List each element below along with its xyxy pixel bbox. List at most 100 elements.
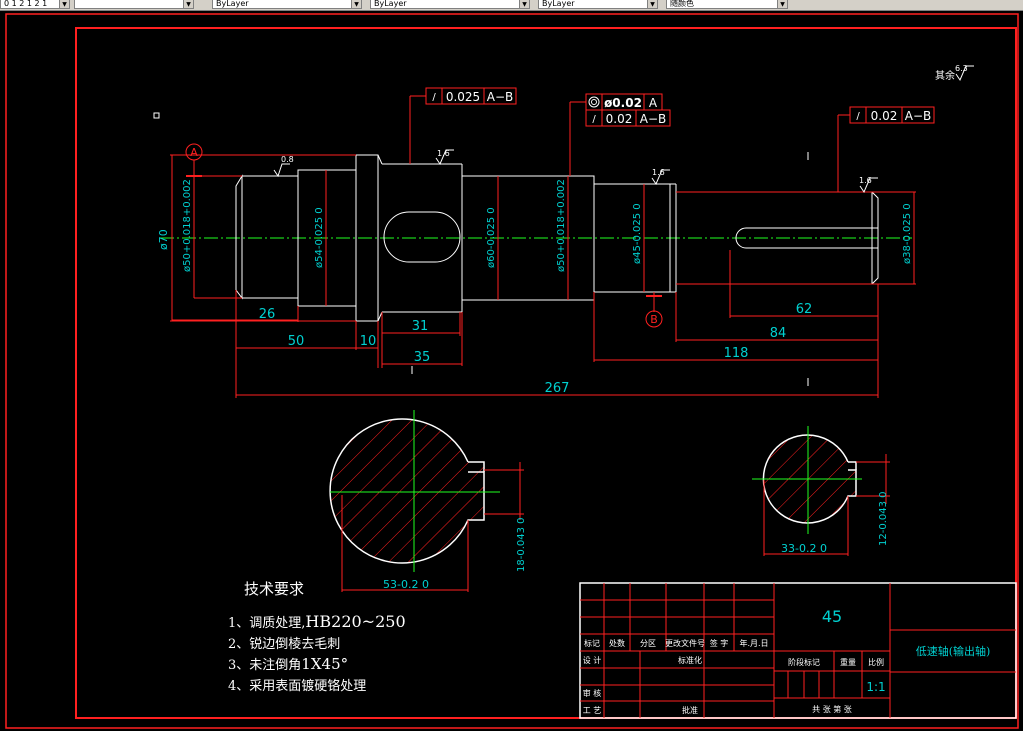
svg-text:3、未注倒角1X45°: 3、未注倒角1X45° <box>228 655 348 673</box>
tb-part-name: 低速轴(输出轴) <box>916 644 991 658</box>
section-view-1: 18-0.043 0 53-0.2 0 <box>329 410 527 592</box>
roughness-2: 1.6 <box>437 149 450 158</box>
chevron-down-icon[interactable]: ▼ <box>59 0 69 8</box>
chevron-down-icon[interactable]: ▼ <box>519 0 529 8</box>
fcf-2: ø0.02 A / 0.02 A−B <box>569 93 671 176</box>
fcf-4: / 0.02 A−B <box>837 106 935 192</box>
svg-text:4、采用表面镀硬铬处理: 4、采用表面镀硬铬处理 <box>228 678 366 694</box>
tb-standardize: 标准化 <box>678 655 702 665</box>
color-value: ByLayer <box>216 0 249 8</box>
tech-req-2-num: 2、 <box>228 637 249 652</box>
color-dropdown[interactable]: ByLayer ▼ <box>212 0 362 9</box>
tb-approve: 批准 <box>682 705 698 715</box>
dia-70-label: ø70 <box>157 229 170 250</box>
section-2-key-label: 12-0.043 0 <box>878 491 889 546</box>
dia-54-label: ø54-0.025 0 <box>314 207 325 268</box>
dim-31-label: 31 <box>412 319 429 334</box>
tb-material: 45 <box>822 607 842 626</box>
layer-dropdown[interactable]: 0 1 2 1 2 1 ▼ <box>0 0 70 9</box>
misc-ticks <box>411 152 809 386</box>
tech-req-title: 技术要求 <box>244 580 304 598</box>
tb-weight: 重量 <box>840 657 856 667</box>
linetype-value: ByLayer <box>374 0 407 8</box>
plotstyle-value: 随颜色 <box>670 0 694 8</box>
datum-b-label: B <box>650 313 658 326</box>
svg-text:/: / <box>856 111 860 122</box>
chevron-down-icon[interactable]: ▼ <box>351 0 361 8</box>
dim-50-label: 50 <box>288 334 305 349</box>
tb-sign: 签 字 <box>710 638 729 648</box>
section-2-width-label: 33-0.2 0 <box>781 542 827 555</box>
fcf-1-value: 0.025 <box>446 90 480 104</box>
tech-req-4-num: 4、 <box>228 679 249 694</box>
fcf-1-datum: A−B <box>487 90 514 104</box>
tb-count: 处数 <box>609 638 625 648</box>
length-dimension-lines <box>172 250 879 398</box>
lineweight-value: ByLayer <box>542 0 575 8</box>
roughness-3: 1.6 <box>652 168 665 177</box>
tech-req-1-num: 1、 <box>228 616 249 631</box>
tech-req-2-text: 锐边倒棱去毛刺 <box>249 636 340 652</box>
diameter-labels: ø70 ø50+0.018+0.002 ø54-0.025 0 ø60-0.02… <box>157 179 913 272</box>
chevron-down-icon[interactable]: ▼ <box>777 0 787 8</box>
tb-zone: 分区 <box>640 639 656 648</box>
dim-35-label: 35 <box>414 350 431 365</box>
chevron-down-icon[interactable]: ▼ <box>183 0 193 8</box>
datum-a-symbol: A <box>185 143 203 177</box>
dia-50b-label: ø50+0.018+0.002 <box>556 179 567 272</box>
svg-text:/: / <box>432 92 436 103</box>
plotstyle-dropdown[interactable]: 随颜色 ▼ <box>666 0 788 9</box>
dia-60-label: ø60-0.025 0 <box>486 207 497 268</box>
roughness-marks: 0.8 1.6 1.6 1.6 6.3 其余 <box>273 64 974 194</box>
tech-req-3-text: 未注倒角 <box>249 658 301 673</box>
dim-84-label: 84 <box>770 326 787 341</box>
roughness-4: 1.6 <box>859 176 872 185</box>
datum-a-label: A <box>190 146 198 159</box>
grip-point[interactable] <box>153 112 160 119</box>
drawing-border <box>75 27 1017 719</box>
section-view-2: 12-0.043 0 33-0.2 0 <box>752 426 890 556</box>
tb-design: 设 计 <box>583 655 602 665</box>
section-1-width-label: 53-0.2 0 <box>383 578 429 591</box>
tb-stage-mark: 阶段标记 <box>788 657 820 667</box>
tb-scale-value: 1:1 <box>866 680 885 694</box>
tech-req-1-extra: HB220~250 <box>305 612 405 631</box>
tb-mark: 标记 <box>584 638 600 648</box>
dim-267-label: 267 <box>545 381 570 396</box>
section-1-key-label: 18-0.043 0 <box>516 517 527 572</box>
roughness-rest-label: 其余 <box>935 69 955 82</box>
tb-scale: 比例 <box>868 657 884 667</box>
svg-text:2、锐边倒棱去毛刺: 2、锐边倒棱去毛刺 <box>228 636 340 652</box>
drawing-canvas[interactable]: ø70 ø50+0.018+0.002 ø54-0.025 0 ø60-0.02… <box>0 10 1023 731</box>
technical-requirements: 技术要求 1、调质处理,HB220~250 2、锐边倒棱去毛刺 3、未注倒角1X… <box>228 580 406 694</box>
linetype-dropdown[interactable]: ByLayer ▼ <box>370 0 530 9</box>
layer-value: 0 1 2 1 2 1 <box>4 0 48 8</box>
dim-26-label: 26 <box>259 307 276 322</box>
outer-frame <box>5 13 1019 729</box>
dia-50-label: ø50+0.018+0.002 <box>182 179 193 272</box>
tb-process: 工 艺 <box>583 706 602 715</box>
roughness-1: 0.8 <box>281 155 294 164</box>
roughness-rest-value: 6.3 <box>955 64 968 73</box>
tech-req-4-text: 采用表面镀硬铬处理 <box>249 678 366 694</box>
fcf-4-value: 0.02 <box>871 109 898 123</box>
tb-date: 年.月.日 <box>739 638 768 648</box>
chevron-down-icon[interactable]: ▼ <box>647 0 657 8</box>
title-block: 标记 处数 分区 更改文件号 签 字 年.月.日 设 计 标准化 阶段标记 重量… <box>579 582 1017 719</box>
svg-text:1、调质处理,HB220~250: 1、调质处理,HB220~250 <box>228 612 406 631</box>
dim-62-label: 62 <box>796 302 813 317</box>
lineweight-dropdown[interactable]: ByLayer ▼ <box>538 0 658 9</box>
fcf-2-value: ø0.02 <box>604 96 642 110</box>
tech-req-1-text: 调质处理, <box>249 616 305 631</box>
fcf-1: / 0.025 A−B <box>409 87 517 164</box>
dia-45-label: ø45-0.025 0 <box>632 203 643 264</box>
tb-check: 审 核 <box>583 688 602 698</box>
tb-sheets: 共 张 第 张 <box>812 704 852 714</box>
tech-req-3-extra: 1X45° <box>301 655 348 673</box>
layer-state-dropdown[interactable]: ▼ <box>74 0 194 9</box>
tech-req-3-num: 3、 <box>228 658 249 673</box>
dim-10-label: 10 <box>360 334 377 349</box>
properties-toolbar: 0 1 2 1 2 1 ▼ ▼ ByLayer ▼ ByLayer ▼ ByLayer… <box>0 0 1023 11</box>
fcf-3-datum: A−B <box>640 112 667 126</box>
fcf-2-datum: A <box>649 96 658 110</box>
